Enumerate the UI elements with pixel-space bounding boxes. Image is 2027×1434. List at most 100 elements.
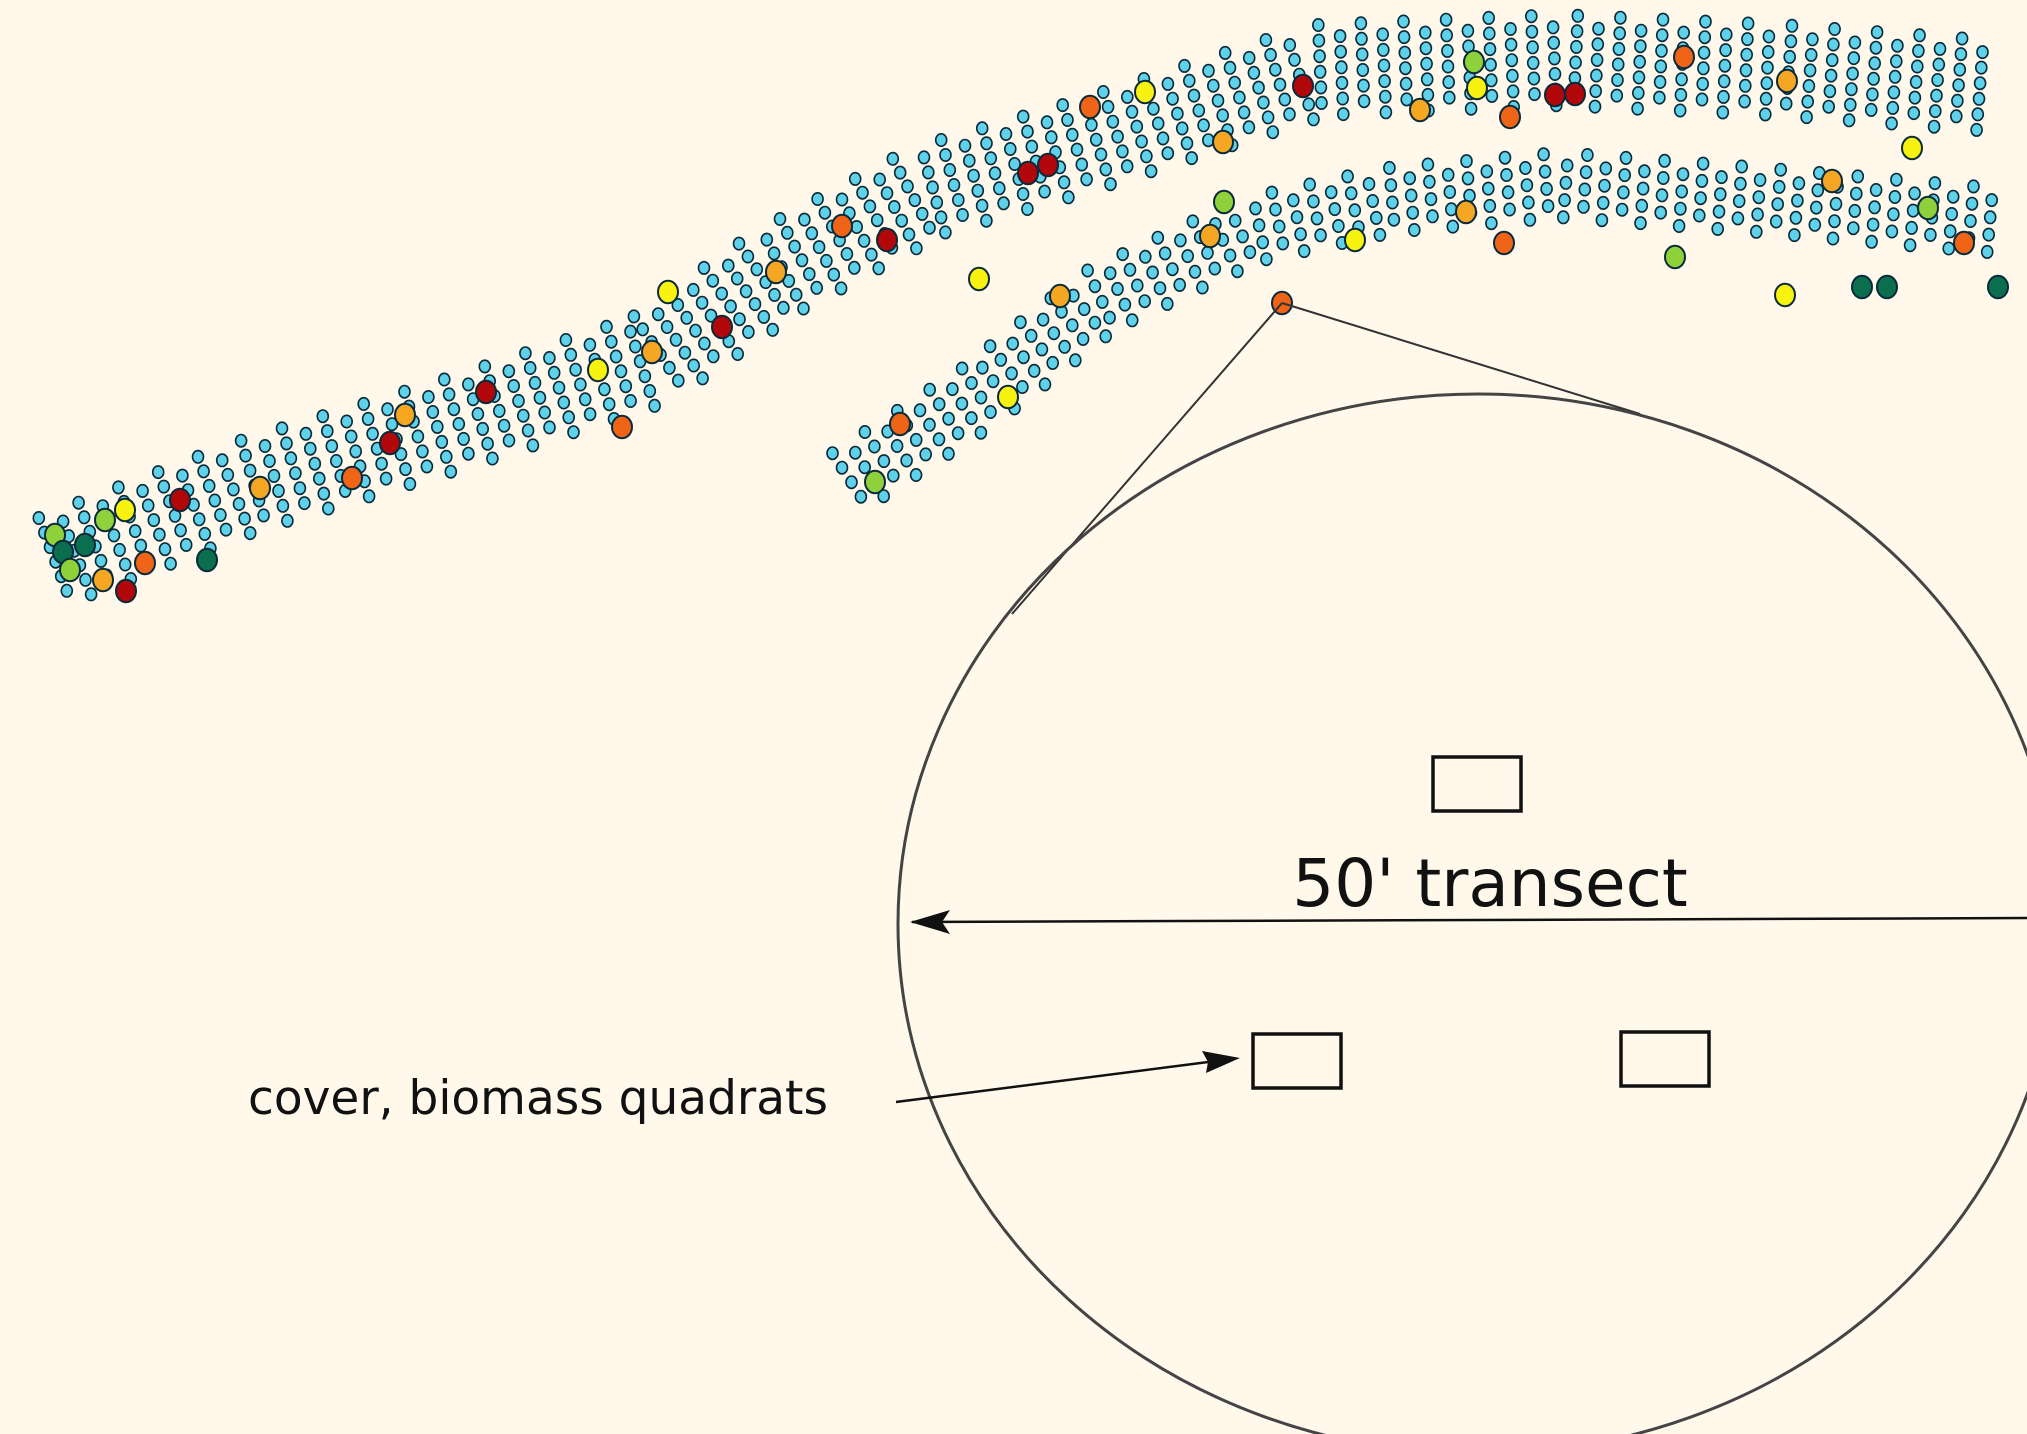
sample-point: [1932, 57, 1946, 72]
sample-point: [643, 383, 657, 398]
sample-point: [1077, 302, 1091, 317]
sample-point: [1272, 219, 1286, 234]
sample-point: [321, 501, 335, 516]
sample-point: [1424, 192, 1438, 207]
sample-point: [1789, 210, 1803, 225]
sample-point: [1719, 43, 1732, 58]
sample-point: [1714, 187, 1727, 202]
sample-point: [1419, 41, 1433, 56]
sample-point: [1610, 88, 1624, 103]
sample-point: [797, 301, 810, 316]
sample-point: [1525, 24, 1539, 39]
sample-point: [1046, 355, 1059, 370]
sample-point: [528, 375, 542, 390]
sample-point: [628, 339, 642, 354]
sample-point: [1596, 195, 1610, 210]
sample-point: [609, 349, 623, 364]
sample-point: [915, 206, 929, 221]
sample-point: [284, 451, 298, 466]
sample-point: [1111, 129, 1124, 144]
sample-point: [1038, 377, 1052, 392]
sample-point: [1094, 147, 1108, 162]
sample-point: [1118, 297, 1132, 312]
plot-light-green: [864, 469, 886, 495]
sample-point: [366, 426, 379, 441]
sample-point: [887, 200, 901, 215]
sample-point: [1089, 132, 1103, 147]
sample-point: [686, 282, 700, 297]
sample-point: [873, 172, 887, 187]
sample-point: [1931, 73, 1944, 88]
sample-point: [1772, 179, 1786, 194]
sample-point: [523, 360, 537, 375]
sample-point: [733, 312, 746, 327]
sample-point: [202, 478, 216, 493]
sample-point: [1734, 176, 1747, 191]
sample-plot-field: [32, 8, 2009, 604]
sample-point: [1760, 76, 1774, 91]
sample-point: [1803, 63, 1817, 78]
sample-point: [60, 583, 74, 598]
sample-point: [766, 322, 780, 337]
sample-point: [1653, 90, 1666, 105]
plot-orange: [134, 550, 156, 576]
plot-dark-red: [1037, 152, 1059, 178]
sample-point: [340, 414, 354, 429]
sample-point: [934, 133, 948, 148]
sample-point: [1501, 185, 1515, 200]
sample-point: [574, 377, 587, 392]
sample-point: [1693, 208, 1706, 223]
sample-point: [289, 466, 302, 481]
sample-point: [1261, 110, 1275, 125]
sample-point: [1656, 12, 1670, 27]
sample-point: [1808, 217, 1822, 232]
plot-light-orange: [1821, 168, 1843, 194]
plot-orange: [341, 465, 363, 491]
sample-point: [980, 213, 993, 228]
sample-point: [1116, 144, 1129, 159]
sample-point: [1399, 61, 1412, 76]
sample-point: [1056, 98, 1069, 113]
sample-point: [84, 587, 98, 602]
sample-point: [1886, 100, 1900, 115]
sample-point: [398, 384, 411, 399]
sample-point: [1480, 164, 1494, 179]
sample-point: [1439, 12, 1453, 27]
sample-point: [1498, 150, 1512, 165]
zoom-connector-right: [1281, 302, 1641, 415]
sample-point: [1332, 219, 1345, 234]
sample-point: [877, 489, 891, 504]
sample-point: [157, 479, 171, 494]
plot-light-orange: [641, 339, 663, 365]
sample-point: [1088, 315, 1102, 330]
plot-light-orange: [394, 402, 416, 428]
sample-point: [1370, 210, 1383, 225]
sample-point: [1611, 57, 1625, 72]
sample-point: [1506, 84, 1520, 99]
sample-point: [845, 475, 858, 490]
sample-point: [1802, 79, 1816, 94]
plot-dark-green: [1876, 274, 1898, 300]
sample-point: [939, 225, 952, 240]
sample-point: [439, 449, 453, 464]
sample-point: [362, 489, 376, 504]
sample-point: [1017, 350, 1030, 365]
sample-point: [1581, 148, 1594, 163]
sample-point: [1024, 328, 1038, 343]
sample-point: [893, 165, 907, 180]
sample-point: [1038, 184, 1051, 199]
sample-point: [1397, 30, 1411, 45]
sample-point: [1570, 39, 1583, 54]
sample-point: [1398, 45, 1412, 60]
sample-point: [1589, 84, 1602, 99]
sample-point: [320, 424, 334, 439]
sample-point: [731, 346, 745, 361]
sample-point: [1334, 44, 1347, 59]
sample-point: [1526, 55, 1540, 70]
sample-point: [706, 273, 720, 288]
sample-point: [1242, 120, 1256, 135]
sample-point: [1408, 223, 1421, 238]
sample-point: [1548, 51, 1561, 66]
sample-point: [1362, 177, 1376, 192]
